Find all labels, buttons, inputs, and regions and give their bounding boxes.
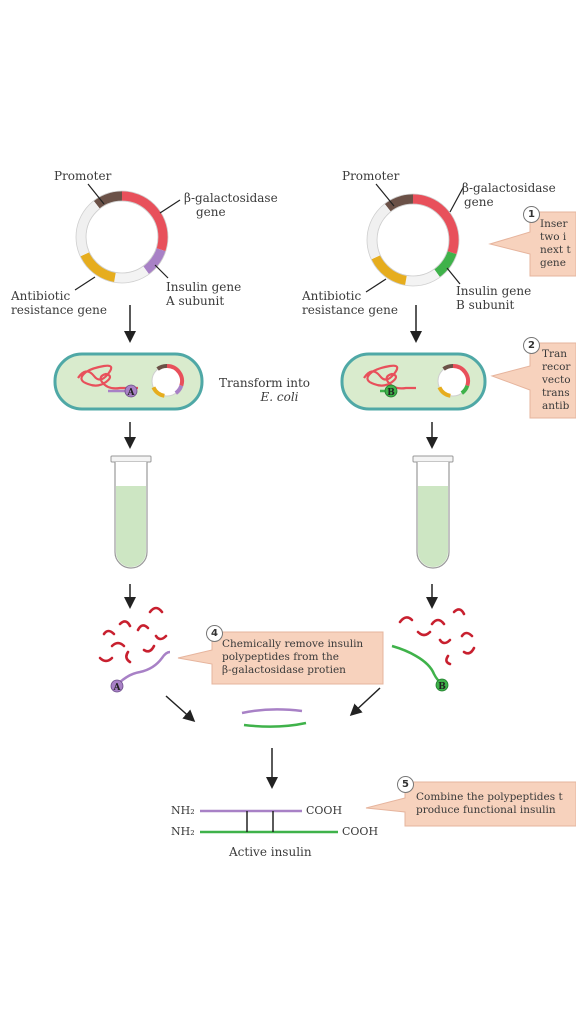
right-white-segment: [405, 269, 441, 286]
step4-callout-text: Chemically remove insulin polypeptides f…: [222, 638, 382, 677]
step4-line2: polypeptides from the: [222, 651, 339, 663]
left-bgal-line1: β-galactosidase: [184, 191, 278, 205]
right-bgal-line2: gene: [464, 195, 494, 209]
left-antibiotic-segment: [80, 251, 117, 283]
step2-line1: Tran: [542, 348, 568, 360]
right-plasmid: [366, 193, 460, 287]
step2-callout-text: Tran recor vecto trans antib: [542, 348, 576, 413]
chain-a-cooh-label: COOH: [306, 804, 343, 817]
step1-callout-text: Inser two i next t gene: [540, 218, 576, 270]
right-antibiotic-label: Antibiotic resistance gene: [302, 289, 398, 317]
left-bgal-label: β-galactosidase gene: [184, 191, 278, 219]
step2-callout-bubble: [490, 342, 576, 419]
left-test-tube: [110, 455, 152, 569]
step5-number-badge: 5: [397, 776, 414, 793]
left-insulin-label: Insulin gene A subunit: [166, 280, 241, 308]
step1-line4: gene: [540, 257, 566, 269]
step1-line3: next t: [540, 244, 571, 256]
step2-line3: vecto: [542, 374, 571, 386]
step1-line2: two i: [540, 231, 567, 243]
left-antibiotic-line1: Antibiotic: [11, 289, 71, 303]
right-promoter-segment: [384, 193, 414, 212]
right-cell-subunit-label: B: [387, 388, 395, 398]
left-white-segment-2: [75, 200, 100, 257]
right-bgal-segment: [412, 194, 459, 255]
step2-number-badge: 2: [523, 337, 540, 354]
right-insulin-line1: Insulin gene: [456, 284, 532, 298]
left-cell-subunit-label: A: [127, 388, 136, 398]
step5-callout-bubble: [365, 781, 576, 827]
step1-line1: Inser: [540, 218, 568, 230]
left-insulin-a-segment: [142, 247, 166, 275]
transform-label: Transform into E. coli: [219, 376, 310, 404]
step2-line2: recor: [542, 361, 571, 373]
left-antibiotic-label: Antibiotic resistance gene: [11, 289, 107, 317]
left-fragment-subunit-label: A: [113, 683, 122, 693]
right-antibiotic-line2: resistance gene: [302, 303, 398, 317]
purified-chain-a: [241, 708, 303, 715]
left-promoter-segment: [93, 190, 123, 209]
left-insulin-line2: A subunit: [166, 294, 225, 308]
left-insulin-a-chain: [117, 650, 171, 685]
transform-line1: Transform into: [219, 376, 310, 390]
step5-line2: produce functional insulin: [416, 804, 556, 816]
right-white-segment-2: [366, 203, 391, 260]
step1-number-badge: 1: [523, 206, 540, 223]
chain-b-cooh-label: COOH: [342, 825, 379, 838]
step2-line5: antib: [542, 400, 570, 412]
left-plasmid: [75, 190, 169, 284]
right-insulin-line2: B subunit: [456, 298, 515, 312]
right-insulin-label: Insulin gene B subunit: [456, 284, 531, 312]
chain-b-nh2-label: NH₂: [171, 825, 195, 838]
step4-line3: β-galactosidase protien: [222, 664, 346, 676]
step5-line1: Combine the polypeptides t: [416, 791, 563, 803]
step4-number-badge: 4: [206, 625, 223, 642]
right-bgal-line1: β-galactosidase: [462, 181, 556, 195]
chain-a-nh2-label: NH₂: [171, 804, 195, 817]
right-test-tube: [412, 455, 454, 569]
transform-line2: E. coli: [260, 390, 299, 404]
right-promoter-label: Promoter: [342, 169, 400, 183]
step4-line1: Chemically remove insulin: [222, 638, 364, 650]
right-insulin-b-segment: [433, 250, 457, 278]
step1-callout-bubble: [488, 211, 576, 277]
left-bgal-line2: gene: [196, 205, 226, 219]
step2-line4: trans: [542, 387, 570, 399]
left-promoter-label: Promoter: [54, 169, 112, 183]
right-antibiotic-segment: [371, 254, 408, 286]
right-fragment-subunit-label: B: [438, 682, 446, 692]
left-antibiotic-line2: resistance gene: [11, 303, 107, 317]
right-insulin-b-chain: [391, 644, 443, 685]
right-antibiotic-line1: Antibiotic: [302, 289, 362, 303]
left-bgal-segment: [121, 191, 168, 252]
step4-callout-bubble: [177, 631, 384, 685]
step5-callout-text: Combine the polypeptides t produce funct…: [416, 791, 576, 817]
purified-chain-b: [243, 721, 307, 728]
left-insulin-line1: Insulin gene: [166, 280, 242, 294]
right-bgal-fragments: [398, 608, 476, 666]
active-insulin-label: Active insulin: [229, 845, 312, 859]
right-ecoli-cell: [340, 352, 487, 411]
left-ecoli-cell: [53, 352, 204, 411]
left-white-segment: [114, 266, 150, 283]
active-insulin-molecule: [200, 809, 338, 834]
right-bgal-label: β-galactosidase gene: [462, 181, 556, 209]
left-bgal-fragments: [98, 606, 168, 664]
